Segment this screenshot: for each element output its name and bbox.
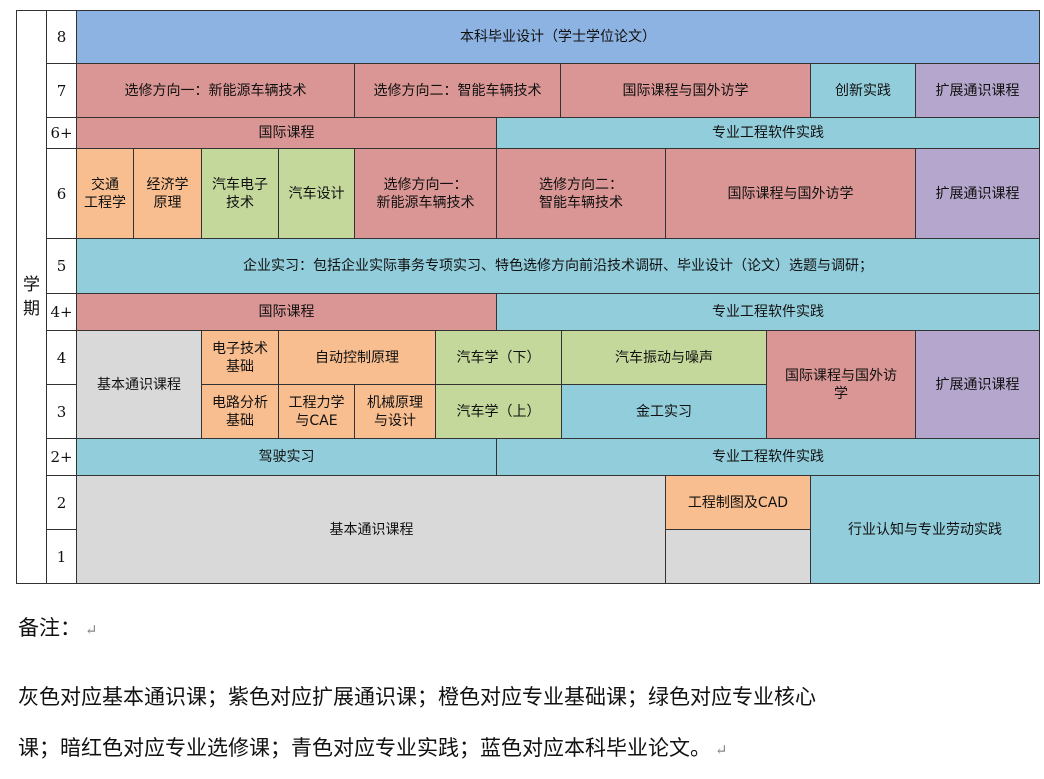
cell-industry-awareness: 行业认知与专业劳动实践: [810, 475, 1040, 584]
semester-axis-label: 学 期: [16, 10, 47, 584]
cell-international-6plus: 国际课程: [76, 117, 497, 149]
cell-basic-general-12: 基本通识课程: [76, 475, 666, 584]
cell-international-visit-7: 国际课程与国外访学: [560, 63, 811, 118]
row-label-2: 2: [46, 475, 77, 530]
paragraph-mark-icon: ↵: [85, 621, 98, 639]
cell-mechanical-principles: 机械原理 与设计: [354, 384, 436, 439]
notes-line-1: 灰色对应基本通识课；紫色对应扩展通识课；橙色对应专业基础课；绿色对应专业核心: [18, 681, 816, 711]
cell-extended-general-7: 扩展通识课程: [915, 63, 1040, 118]
row-label-2plus: 2+: [46, 438, 77, 476]
cell-vibration-noise: 汽车振动与噪声: [561, 330, 767, 385]
cell-circuit-analysis: 电路分析 基础: [201, 384, 279, 439]
row-label-3: 3: [46, 384, 77, 439]
cell-enterprise-internship: 企业实习：包括企业实际事务专项实习、特色选修方向前沿技术调研、毕业设计（论文）选…: [76, 238, 1040, 294]
cell-international-4plus: 国际课程: [76, 293, 497, 331]
cell-innovation-practice: 创新实践: [810, 63, 916, 118]
cell-basic-general-12-extension: [665, 529, 811, 584]
cell-elective-intelligent-7: 选修方向二：智能车辆技术: [354, 63, 561, 118]
cell-international-visit-34: 国际课程与国外访 学: [766, 330, 916, 439]
row-label-8: 8: [46, 10, 77, 64]
row-label-4plus: 4+: [46, 293, 77, 331]
notes-heading-text: 备注：: [18, 616, 81, 640]
cell-software-practice-2plus: 专业工程软件实践: [496, 438, 1040, 476]
row-label-6: 6: [46, 148, 77, 239]
row-label-4: 4: [46, 330, 77, 385]
cell-automatic-control: 自动控制原理: [278, 330, 436, 385]
cell-software-practice-6plus: 专业工程软件实践: [496, 117, 1040, 149]
cell-metalworking-practice: 金工实习: [561, 384, 767, 439]
row-label-7: 7: [46, 63, 77, 118]
row-label-1: 1: [46, 529, 77, 584]
cell-graduation-design: 本科毕业设计（学士学位论文）: [76, 10, 1040, 64]
cell-elective-intelligent-6: 选修方向二： 智能车辆技术: [496, 148, 666, 239]
cell-engineering-drawing: 工程制图及CAD: [665, 475, 811, 530]
cell-elective-new-energy-7: 选修方向一：新能源车辆技术: [76, 63, 355, 118]
cell-electronics-basics: 电子技术 基础: [201, 330, 279, 385]
cell-extended-general-6: 扩展通识课程: [915, 148, 1040, 239]
row-label-6plus: 6+: [46, 117, 77, 149]
paragraph-mark-icon: ↵: [715, 741, 728, 759]
cell-automobile-theory-1: 汽车学（上）: [435, 384, 562, 439]
cell-basic-general-34: 基本通识课程: [76, 330, 202, 439]
row-label-5: 5: [46, 238, 77, 294]
cell-traffic-engineering: 交通 工程学: [76, 148, 134, 239]
cell-auto-design: 汽车设计: [278, 148, 355, 239]
cell-extended-general-34: 扩展通识课程: [915, 330, 1040, 439]
cell-driving-practice: 驾驶实习: [76, 438, 497, 476]
notes-line-2: 课；暗红色对应专业选修课；青色对应专业实践；蓝色对应本科毕业论文。↵: [18, 732, 728, 762]
cell-elective-new-energy-6: 选修方向一： 新能源车辆技术: [354, 148, 497, 239]
cell-international-visit-6: 国际课程与国外访学: [665, 148, 916, 239]
cell-auto-electronics: 汽车电子 技术: [201, 148, 279, 239]
notes-line-2-text: 课；暗红色对应专业选修课；青色对应专业实践；蓝色对应本科毕业论文。: [18, 736, 711, 760]
notes-heading: 备注：↵: [18, 612, 98, 642]
notes-line-1-text: 灰色对应基本通识课；紫色对应扩展通识课；橙色对应专业基础课；绿色对应专业核心: [18, 685, 816, 709]
cell-engineering-mechanics: 工程力学 与CAE: [278, 384, 355, 439]
cell-automobile-theory-2: 汽车学（下）: [435, 330, 562, 385]
cell-software-practice-4plus: 专业工程软件实践: [496, 293, 1040, 331]
cell-economics: 经济学 原理: [133, 148, 202, 239]
